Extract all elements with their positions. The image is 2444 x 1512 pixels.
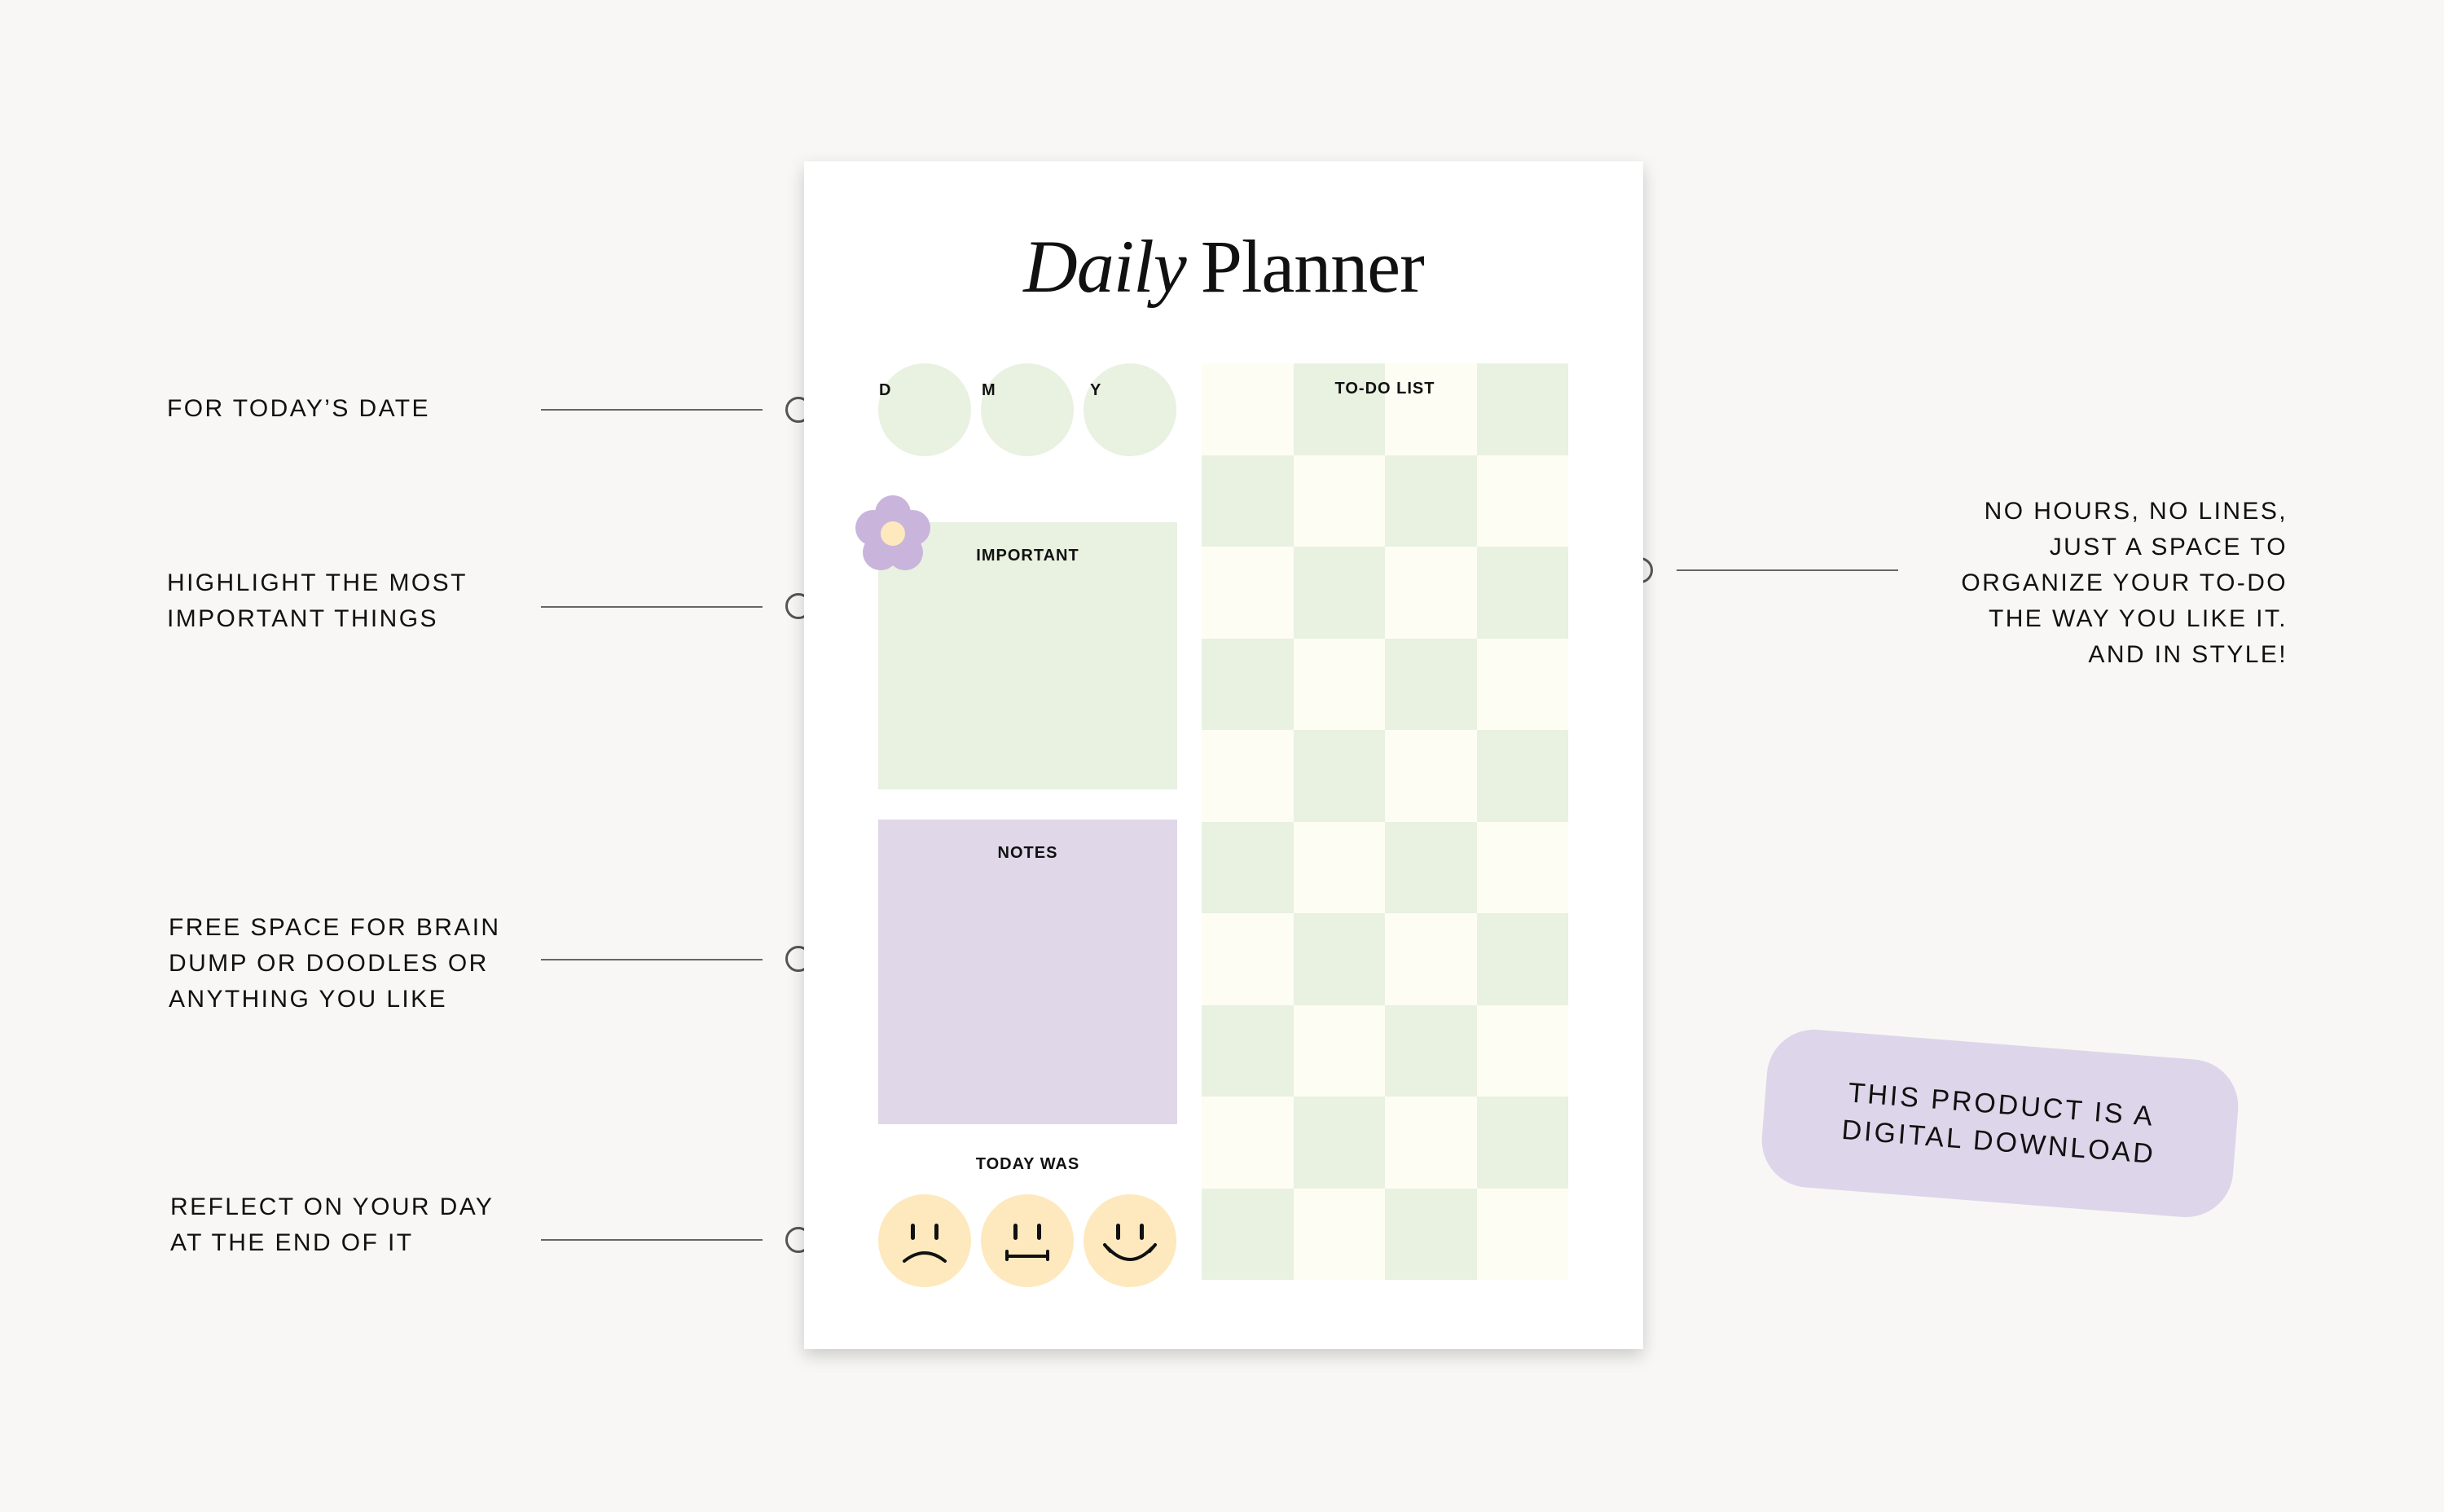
todo-grid-cell[interactable]	[1385, 547, 1477, 639]
digital-download-badge: THIS PRODUCT IS A DIGITAL DOWNLOAD	[1758, 1026, 2242, 1221]
todo-grid-cell[interactable]	[1202, 1188, 1294, 1280]
notes-label: NOTES	[997, 844, 1058, 862]
todo-grid-cell[interactable]	[1385, 455, 1477, 547]
todo-grid-cell[interactable]	[1202, 547, 1294, 639]
planner-title-italic: Daily	[1023, 225, 1186, 308]
todo-grid-cell[interactable]	[1476, 638, 1568, 730]
callout-important: HIGHLIGHT THE MOST IMPORTANT THINGS	[167, 569, 468, 632]
todo-grid-cell[interactable]	[1293, 547, 1385, 639]
neutral-face-icon[interactable]	[981, 1194, 1074, 1287]
leader-line-todo	[1677, 569, 1898, 571]
todo-grid-cell[interactable]	[1385, 1188, 1477, 1280]
todo-grid-cell[interactable]	[1202, 1097, 1294, 1189]
todo-grid-cell[interactable]	[1476, 1004, 1568, 1097]
todo-grid-cell[interactable]	[1385, 638, 1477, 730]
todo-grid-cell[interactable]	[1293, 1188, 1385, 1280]
leader-line-reflect	[541, 1239, 763, 1241]
callout-date: FOR TODAY’S DATE	[167, 395, 430, 422]
todo-grid-cell[interactable]	[1385, 1004, 1477, 1097]
todo-grid-cell[interactable]	[1385, 363, 1477, 455]
leader-line-notes	[541, 959, 763, 960]
callout-reflect: REFLECT ON YOUR DAY AT THE END OF IT	[170, 1193, 495, 1256]
callout-notes: FREE SPACE FOR BRAIN DUMP OR DOODLES OR …	[169, 914, 501, 1013]
important-label: IMPORTANT	[976, 547, 1079, 565]
todo-grid-cell[interactable]	[1202, 455, 1294, 547]
todo-grid-cell[interactable]	[1476, 1188, 1568, 1280]
todo-grid-cell[interactable]	[1385, 913, 1477, 1005]
date-day-circle[interactable]	[878, 363, 971, 456]
todo-grid-cell[interactable]	[1202, 638, 1294, 730]
todo-grid-cell[interactable]	[1476, 821, 1568, 913]
leader-line-important	[541, 606, 763, 608]
leader-line-date	[541, 409, 763, 411]
happy-face-icon[interactable]	[1084, 1194, 1176, 1287]
date-day-label: D	[879, 381, 891, 399]
todo-grid-cell[interactable]	[1202, 821, 1294, 913]
todo-grid-cell[interactable]	[1202, 363, 1294, 455]
todo-grid-cell[interactable]	[1476, 730, 1568, 822]
todo-grid-cell[interactable]	[1202, 730, 1294, 822]
todo-grid-cell[interactable]	[1202, 1004, 1294, 1097]
todo-grid-cell[interactable]	[1293, 363, 1385, 455]
important-box[interactable]: IMPORTANT	[878, 522, 1177, 789]
todo-grid-cell[interactable]	[1293, 1097, 1385, 1189]
todo-grid-cell[interactable]	[1476, 547, 1568, 639]
todo-grid-cell[interactable]	[1293, 1004, 1385, 1097]
todo-grid-cell[interactable]	[1385, 821, 1477, 913]
todo-grid-cell[interactable]	[1476, 363, 1568, 455]
date-month-circle[interactable]	[981, 363, 1074, 456]
todo-grid-cell[interactable]	[1385, 730, 1477, 822]
todo-grid-cell[interactable]	[1202, 913, 1294, 1005]
todo-label: TO-DO LIST	[1334, 380, 1435, 398]
date-year-circle[interactable]	[1084, 363, 1176, 456]
sad-face-icon[interactable]	[878, 1194, 971, 1287]
date-year-label: Y	[1090, 381, 1101, 399]
todo-grid-cell[interactable]	[1476, 1097, 1568, 1189]
todo-grid-cell[interactable]	[1385, 1097, 1477, 1189]
todo-grid-cell[interactable]	[1293, 730, 1385, 822]
todo-grid-cell[interactable]	[1293, 455, 1385, 547]
todo-grid-cell[interactable]	[1476, 913, 1568, 1005]
planner-title-rest: Planner	[1200, 225, 1425, 308]
todo-grid-cell[interactable]	[1476, 455, 1568, 547]
today-was-label: TODAY WAS	[975, 1155, 1080, 1173]
notes-box[interactable]: NOTES	[878, 820, 1177, 1124]
todo-grid-cell[interactable]	[1293, 913, 1385, 1005]
todo-grid[interactable]	[1202, 363, 1568, 1280]
date-month-label: M	[982, 381, 996, 399]
flower-icon	[855, 495, 930, 570]
callout-todo: NO HOURS, NO LINES, JUST A SPACE TO ORGA…	[1961, 498, 2288, 668]
todo-grid-cell[interactable]	[1293, 638, 1385, 730]
todo-grid-cell[interactable]	[1293, 821, 1385, 913]
